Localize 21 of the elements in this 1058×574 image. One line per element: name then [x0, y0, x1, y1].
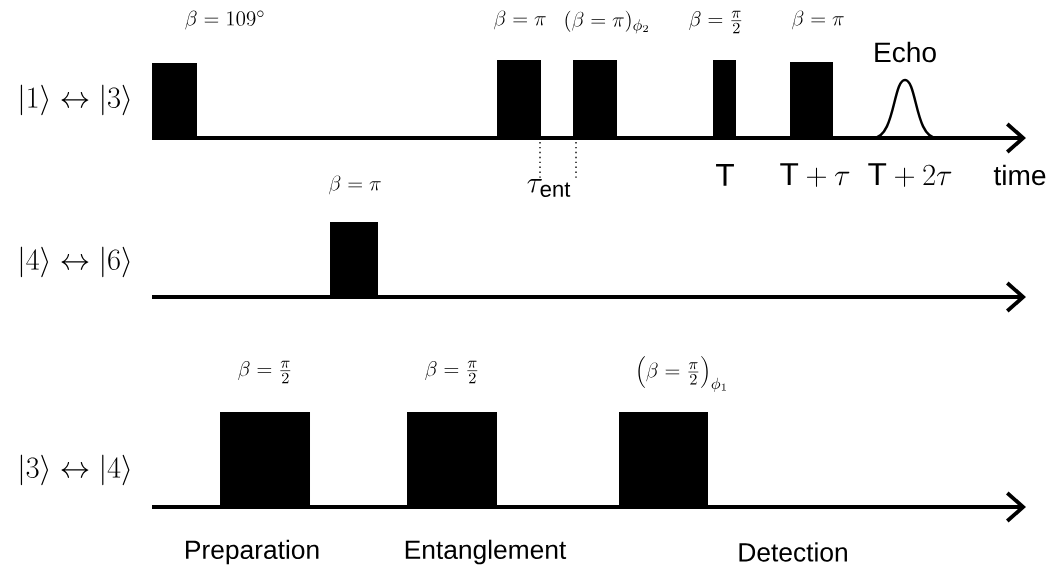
time-label: T — [716, 164, 734, 186]
pulse-label: $\beta = \pi$ — [792, 10, 844, 30]
stage-label: Detection — [739, 542, 847, 562]
pulse-label: $\beta = \frac{\pi}{2}$ — [238, 360, 291, 384]
echo-label: Echo — [875, 41, 936, 63]
transition-label: $|3\rangle \leftrightarrow |4\rangle$ — [20, 454, 130, 486]
time-label: $\mathrm{T}+2\tau$ — [868, 163, 952, 187]
pulse-label: $\beta = 109^{\circ}$ — [185, 10, 264, 30]
pulse-label: $\beta = \frac{\pi}{2}$ — [425, 360, 478, 384]
stage-label: Preparation — [186, 539, 319, 565]
stage-label: Entanglement — [405, 539, 567, 565]
pulse-label: $\beta = \pi$ — [494, 10, 546, 30]
axis-label: time — [993, 164, 1046, 186]
pulse-label: $\beta = \frac{\pi}{2}$ — [689, 10, 742, 34]
time-label: $\mathrm{T}+\tau$ — [780, 163, 850, 187]
pulse-label: $\left(\beta = \frac{\pi}{2}\right)_{\phi_1}$ — [638, 356, 726, 392]
pulse-label: $\beta = \pi$ — [329, 175, 381, 195]
interval-label: $\tau_{\mathrm{ent}}$ — [527, 179, 571, 197]
transition-label: $|4\rangle \leftrightarrow |6\rangle$ — [20, 246, 130, 278]
pulse-label: $(\beta = \pi)_{\phi_2}$ — [565, 10, 648, 34]
transition-label: $|1\rangle \leftrightarrow |3\rangle$ — [20, 84, 130, 116]
